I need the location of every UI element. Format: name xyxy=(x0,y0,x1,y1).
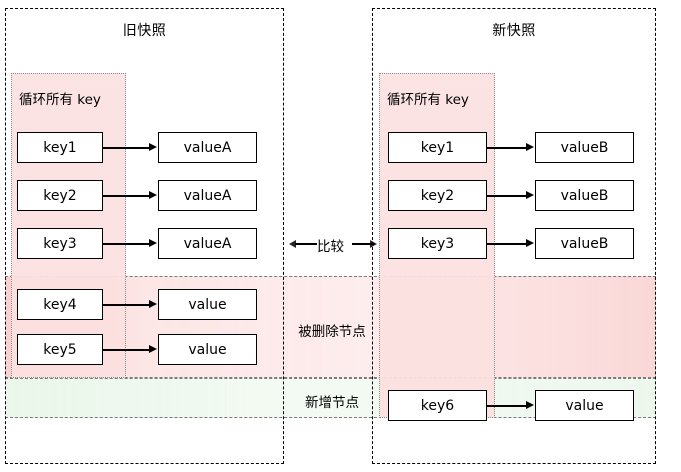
compare-arrow-left-head xyxy=(289,240,296,248)
loop-box-old-label: 循环所有 key xyxy=(19,92,101,108)
compare-line-left xyxy=(295,243,317,245)
node-key-old-1[interactable]: key2 xyxy=(17,180,103,211)
node-key-old-3[interactable]: key4 xyxy=(17,289,103,320)
node-value-new-0[interactable]: valueB xyxy=(535,132,634,163)
arrow-old-3-head xyxy=(149,300,157,308)
arrow-new-2-line xyxy=(487,243,527,245)
node-value-old-0[interactable]: valueA xyxy=(158,132,257,163)
arrow-old-3-line xyxy=(103,304,150,306)
node-value-new-2[interactable]: valueB xyxy=(535,228,634,259)
panel-old-snapshot-title: 旧快照 xyxy=(122,23,167,39)
arrow-new-1-head xyxy=(526,191,534,199)
arrow-new-3-head xyxy=(526,401,534,409)
arrow-old-4-head xyxy=(149,345,157,353)
node-key-new-0[interactable]: key1 xyxy=(388,132,487,163)
arrow-new-0-line xyxy=(487,147,527,149)
loop-box-new-label: 循环所有 key xyxy=(387,92,469,108)
node-key-new-1[interactable]: key2 xyxy=(388,180,487,211)
arrow-new-1-line xyxy=(487,195,527,197)
arrow-old-4-line xyxy=(103,349,150,351)
arrow-old-0-head xyxy=(149,143,157,151)
node-value-new-1[interactable]: valueB xyxy=(535,180,634,211)
compare-label: 比较 xyxy=(317,235,344,255)
node-value-old-2[interactable]: valueA xyxy=(158,228,257,259)
arrow-new-2-head xyxy=(526,239,534,247)
node-value-old-1[interactable]: valueA xyxy=(158,180,257,211)
arrow-old-2-head xyxy=(149,239,157,247)
panel-old-snapshot xyxy=(5,8,284,464)
node-key-old-4[interactable]: key5 xyxy=(17,334,103,365)
arrow-old-0-line xyxy=(103,147,150,149)
node-value-old-4[interactable]: value xyxy=(158,334,257,365)
arrow-old-1-line xyxy=(103,195,150,197)
panel-new-snapshot-title: 新快照 xyxy=(492,23,536,39)
node-value-new-3[interactable]: value xyxy=(535,390,634,421)
compare-arrow-right-head xyxy=(370,240,377,248)
band-deleted-label: 被删除节点 xyxy=(298,324,366,340)
node-key-old-2[interactable]: key3 xyxy=(17,228,103,259)
panel-new-snapshot xyxy=(372,8,656,464)
node-key-new-2[interactable]: key3 xyxy=(388,228,487,259)
node-key-old-0[interactable]: key1 xyxy=(17,132,103,163)
arrow-old-1-head xyxy=(149,191,157,199)
compare-line-right xyxy=(352,243,374,245)
node-value-old-3[interactable]: value xyxy=(158,289,257,320)
arrow-old-2-line xyxy=(103,243,150,245)
band-added-label: 新增节点 xyxy=(305,395,359,411)
arrow-new-0-head xyxy=(526,143,534,151)
node-key-new-3[interactable]: key6 xyxy=(388,390,487,421)
arrow-new-3-line xyxy=(487,405,527,407)
loop-box-old xyxy=(11,73,126,378)
